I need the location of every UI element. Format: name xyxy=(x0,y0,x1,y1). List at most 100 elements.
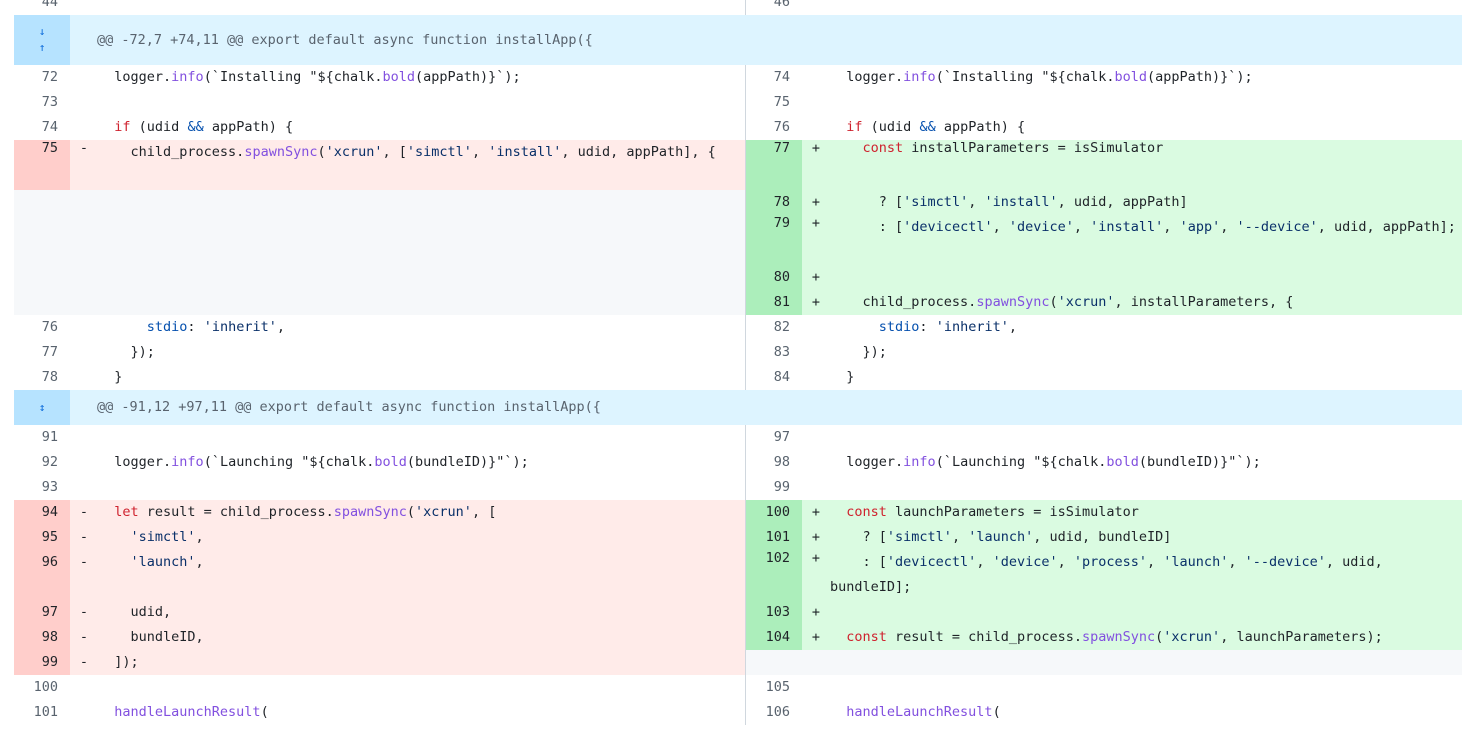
empty-filler xyxy=(746,650,1462,675)
code-line: ]); xyxy=(98,654,139,670)
line-number[interactable]: 74 xyxy=(41,119,58,135)
line-number[interactable]: 99 xyxy=(14,650,70,675)
line-number[interactable]: 101 xyxy=(33,704,58,720)
addition-marker: + xyxy=(811,550,821,566)
deletion-marker: - xyxy=(79,604,89,620)
code-line: ? ['simctl', 'launch', udid, bundleID] xyxy=(830,529,1172,545)
line-number[interactable]: 97 xyxy=(14,600,70,625)
code-line xyxy=(98,675,745,700)
line-number[interactable]: 99 xyxy=(773,479,790,495)
line-number[interactable]: 76 xyxy=(41,319,58,335)
diff-row: 44 46 xyxy=(14,0,1462,15)
diff-row: 100 105 xyxy=(14,675,1462,700)
line-number[interactable]: 102 xyxy=(746,550,802,600)
line-number[interactable]: 77 xyxy=(746,140,802,190)
code-line: let result = child_process.spawnSync('xc… xyxy=(114,504,497,520)
line-number[interactable]: 83 xyxy=(773,344,790,360)
line-number[interactable]: 100 xyxy=(746,500,802,525)
code-line: bundleID, xyxy=(98,629,204,645)
line-number[interactable]: 95 xyxy=(14,525,70,550)
line-number[interactable]: 98 xyxy=(773,454,790,470)
code-line: ? ['simctl', 'install', udid, appPath] xyxy=(830,194,1188,210)
addition-marker: + xyxy=(811,140,821,156)
code-line xyxy=(830,475,1462,500)
code-line: if (udid && appPath) { xyxy=(846,119,1026,135)
line-number[interactable]: 78 xyxy=(746,190,802,215)
hunk-header-text: @@ -72,7 +74,11 @@ export default async … xyxy=(97,32,593,48)
line-number[interactable]: 92 xyxy=(41,454,58,470)
line-number[interactable]: 78 xyxy=(41,369,58,385)
diff-row: 72 logger.info(`Installing "${chalk.bold… xyxy=(14,65,1462,90)
deletion-marker: - xyxy=(79,629,89,645)
diff-row: 93 99 xyxy=(14,475,1462,500)
expand-up-icon[interactable]: ↑ xyxy=(38,41,46,54)
addition-marker: + xyxy=(811,294,821,310)
line-number[interactable]: 84 xyxy=(773,369,790,385)
code-line: if (udid && appPath) { xyxy=(114,119,294,135)
hunk-expander: ↓ ↑ xyxy=(14,15,70,65)
code-line: 'launch', xyxy=(130,554,204,570)
line-number[interactable]: 81 xyxy=(746,290,802,315)
expand-down-icon[interactable]: ↓ xyxy=(38,25,46,38)
line-number[interactable]: 100 xyxy=(33,679,58,695)
code-line: }); xyxy=(830,344,887,360)
line-number[interactable]: 72 xyxy=(41,69,58,85)
line-number[interactable]: 106 xyxy=(765,704,790,720)
code-line: logger.info(`Launching "${chalk.bold(bun… xyxy=(98,454,529,470)
addition-marker: + xyxy=(811,194,821,210)
line-number[interactable]: 91 xyxy=(41,429,58,445)
line-number[interactable]: 96 xyxy=(14,550,70,600)
code-line: handleLaunchResult( xyxy=(114,704,269,720)
addition-marker: + xyxy=(811,269,821,285)
code-line xyxy=(98,425,745,450)
line-number[interactable]: 105 xyxy=(765,679,790,695)
code-line xyxy=(830,265,1462,290)
diff-row: 73 75 xyxy=(14,90,1462,115)
split-diff-view: 44 46 ↓ ↑ @@ -72,7 +74,11 @@ export defa… xyxy=(14,0,1462,725)
code-line: handleLaunchResult( xyxy=(846,704,1001,720)
line-number[interactable]: 93 xyxy=(41,479,58,495)
code-line: stdio: 'inherit', xyxy=(878,319,1017,335)
line-number[interactable]: 75 xyxy=(14,140,70,190)
line-number[interactable]: 73 xyxy=(41,94,58,110)
line-number[interactable]: 101 xyxy=(746,525,802,550)
line-number[interactable]: 104 xyxy=(746,625,802,650)
diff-change-block: 75 - child_process.spawnSync('xcrun', ['… xyxy=(14,140,1462,315)
diff-row: 101 handleLaunchResult( 106 handleLaunch… xyxy=(14,700,1462,725)
line-number[interactable]: 103 xyxy=(746,600,802,625)
line-number[interactable]: 76 xyxy=(773,119,790,135)
line-number[interactable]: 82 xyxy=(773,319,790,335)
line-number[interactable]: 80 xyxy=(746,265,802,290)
diff-row: 74 if (udid && appPath) { 76 if (udid &&… xyxy=(14,115,1462,140)
line-number[interactable]: 77 xyxy=(41,344,58,360)
addition-marker: + xyxy=(811,604,821,620)
code-line: child_process.spawnSync('xcrun', install… xyxy=(830,294,1294,310)
code-line: child_process.spawnSync('xcrun', ['simct… xyxy=(98,144,716,160)
diff-row: 77 }); 83 }); xyxy=(14,340,1462,365)
line-number[interactable]: 75 xyxy=(773,94,790,110)
hunk-header: ↕ @@ -91,12 +97,11 @@ export default asy… xyxy=(14,390,1462,425)
code-line: logger.info(`Installing "${chalk.bold(ap… xyxy=(830,69,1253,85)
deletion-marker: - xyxy=(79,529,89,545)
empty-filler xyxy=(14,190,745,315)
code-line xyxy=(830,90,1462,115)
line-number[interactable]: 79 xyxy=(746,215,802,265)
hunk-expander: ↕ xyxy=(14,390,70,425)
line-number[interactable]: 74 xyxy=(773,69,790,85)
line-number: 44 xyxy=(41,0,58,10)
deletion-marker: - xyxy=(79,554,89,570)
hunk-header: ↓ ↑ @@ -72,7 +74,11 @@ export default as… xyxy=(14,15,1462,65)
line-number[interactable]: 94 xyxy=(14,500,70,525)
diff-change-block: 94 - let result = child_process.spawnSyn… xyxy=(14,500,1462,675)
code-line: : ['devicectl', 'device', 'process', 'la… xyxy=(830,554,1391,595)
expand-both-icon[interactable]: ↕ xyxy=(38,400,46,414)
code-line xyxy=(98,90,745,115)
code-line xyxy=(830,425,1462,450)
code-line xyxy=(830,600,1462,625)
diff-row: 92 logger.info(`Launching "${chalk.bold(… xyxy=(14,450,1462,475)
code-line: const launchParameters = isSimulator xyxy=(846,504,1139,520)
code-line: stdio: 'inherit', xyxy=(146,319,285,335)
line-number: 46 xyxy=(773,0,790,10)
line-number[interactable]: 97 xyxy=(773,429,790,445)
line-number[interactable]: 98 xyxy=(14,625,70,650)
